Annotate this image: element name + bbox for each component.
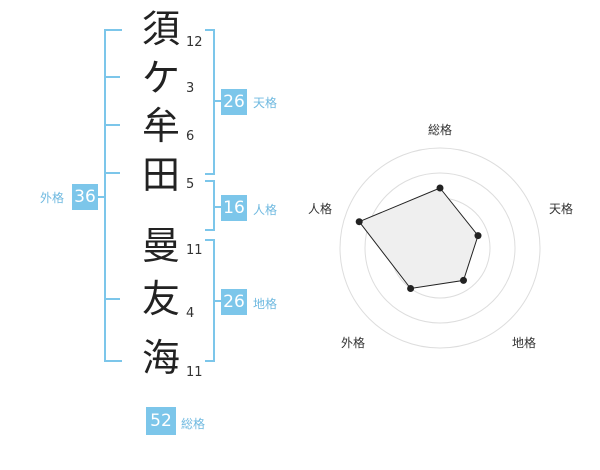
name-character-3: 牟 [141, 104, 180, 148]
radar-polygon [358, 187, 479, 290]
radar-label-gaikaku: 外格 [341, 336, 366, 350]
jinkaku-label: 人格 [253, 203, 278, 217]
stroke-count-5: 11 [186, 243, 203, 258]
gaikaku-tick-2 [104, 124, 120, 126]
stroke-count-1: 12 [186, 35, 203, 50]
gaikaku-tick-1 [104, 76, 120, 78]
radar-points [355, 184, 482, 292]
radar-label-chikaku: 地格 [512, 336, 537, 350]
radar-chart [339, 147, 541, 349]
gaikaku-tick-3 [104, 172, 120, 174]
jinkaku-value: 16 [221, 195, 247, 221]
stroke-count-2: 3 [186, 81, 195, 96]
chikaku-label: 地格 [253, 297, 278, 311]
radar-point-1 [436, 184, 444, 192]
name-character-4: 田 [141, 153, 180, 197]
name-character-6: 友 [141, 277, 180, 321]
radar-point-4 [407, 285, 415, 292]
stroke-count-3: 6 [186, 129, 195, 144]
stroke-count-4: 5 [186, 177, 195, 192]
gaikaku-connector [96, 196, 105, 198]
jinkaku-bracket [205, 180, 215, 231]
radar-label-jinkaku: 人格 [308, 202, 333, 216]
gaikaku-label: 外格 [40, 191, 65, 205]
radar-ring [364, 172, 516, 324]
name-character-2: ケ [141, 56, 180, 100]
radar-point-3 [460, 276, 467, 284]
soukaku-value: 52 [146, 407, 176, 435]
soukaku-label: 総格 [181, 417, 206, 431]
tenkaku-value: 26 [221, 89, 247, 115]
radar-label-tenkaku: 天格 [549, 202, 574, 216]
tenkaku-bracket [205, 29, 215, 175]
gaikaku-value: 36 [72, 184, 98, 210]
radar-point-5 [355, 218, 363, 226]
tenkaku-label: 天格 [253, 96, 278, 110]
radar-label-soukaku: 総格 [428, 123, 453, 137]
name-character-1: 須 [141, 7, 180, 51]
stroke-count-6: 4 [186, 306, 195, 321]
jinkaku-connector [213, 206, 222, 208]
gaikaku-bracket [104, 29, 122, 362]
stroke-count-7: 11 [186, 365, 203, 380]
chikaku-connector [213, 300, 222, 302]
gaikaku-tick-4 [104, 298, 120, 300]
tenkaku-connector [213, 100, 222, 102]
name-character-5: 曼 [141, 224, 180, 268]
chikaku-value: 26 [221, 289, 247, 315]
name-character-7: 海 [141, 336, 180, 380]
radar-ring [339, 147, 541, 349]
radar-point-2 [474, 232, 482, 240]
